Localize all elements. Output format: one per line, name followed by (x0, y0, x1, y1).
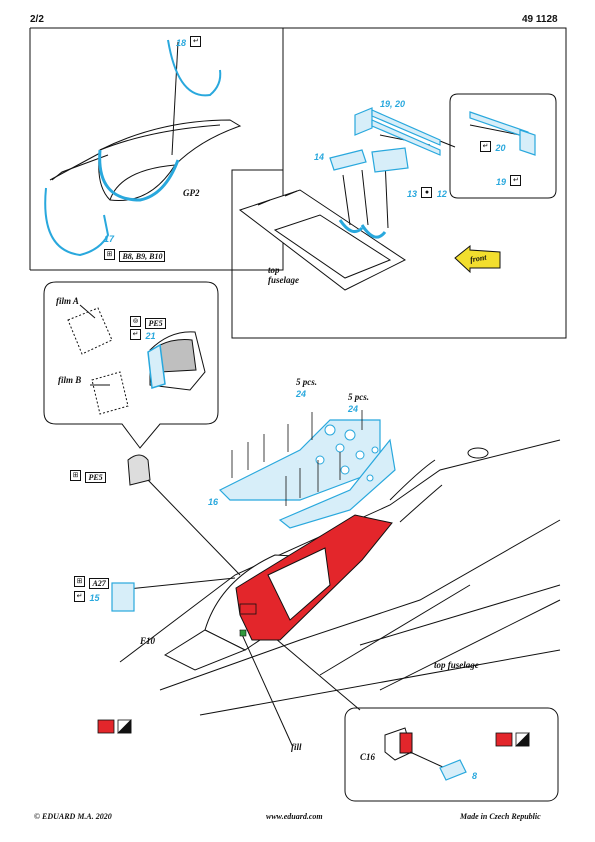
part-18-number: 18 (176, 38, 187, 48)
part-17-number: 17 (104, 234, 115, 244)
film-a-label: film A (56, 296, 79, 306)
part-19-20-number: 19, 20 (380, 99, 406, 109)
kit-part-icon: ⊞ (74, 576, 85, 588)
seat-main (127, 454, 151, 486)
part-24b-number: 24 (348, 404, 359, 414)
pe-strap (338, 219, 387, 239)
gp2-label: GP2 (183, 188, 200, 198)
canopy-body (98, 119, 242, 202)
canopy-edge-blue (98, 149, 180, 202)
callout-pe5-callout: ⊚ PE5 (130, 313, 166, 331)
glue-icon: ● (421, 187, 433, 199)
top-fuselage-label-line1: top (268, 265, 280, 275)
part-15-callout: ↵ 15 (74, 588, 99, 606)
pe-part-20-inset (469, 111, 529, 139)
f10-label: F10 (140, 636, 156, 646)
film-b-label: film B (58, 375, 82, 385)
red-swatch-main (97, 719, 115, 734)
part-16-number: 16 (208, 497, 219, 507)
copyright-text: © EDUARD M.A. 2020 (34, 812, 112, 821)
pe-part-13-12 (371, 147, 409, 173)
callout-bubble (43, 281, 219, 449)
page-number: 2/2 (30, 14, 44, 25)
top-left-panel-frame (30, 27, 284, 271)
ref-b8-callout: ⊞ B8, B9, B10 (104, 246, 166, 264)
pe-part-15 (111, 582, 135, 612)
front-arrow (454, 244, 501, 274)
film-b (91, 371, 129, 415)
pe-part-8 (439, 759, 467, 781)
kit-number: 49 1128 (522, 14, 558, 25)
callout-pe5-tag: PE5 (145, 318, 166, 329)
inset-part-19-number: 19 (496, 177, 507, 187)
pe-part-24-panel (278, 438, 396, 529)
a27-tag: A27 (89, 578, 109, 589)
part-21-number: 21 (145, 331, 156, 341)
main-pe5-tag: PE5 (85, 472, 106, 483)
count-right-label: 5 pcs. (348, 392, 369, 402)
inset-part-20-number: 20 (495, 143, 506, 153)
bend-icon: ↵ (74, 591, 85, 603)
top-fuselage-label: top fuselage (434, 660, 479, 670)
count-left-label: 5 pcs. (296, 377, 317, 387)
bottom-detail-frame (344, 707, 559, 802)
part-13-12-callout: 13 ● 12 (407, 184, 447, 202)
inset-20-callout: ↵ 20 (480, 138, 505, 156)
top-right-inset (449, 93, 557, 199)
website-text: www.eduard.com (266, 812, 323, 821)
green-marker (239, 629, 247, 637)
pe-part-18 (167, 39, 222, 97)
inset-19-callout: 19 ↵ (496, 172, 522, 190)
red-swatch-detail (495, 732, 513, 747)
a27-callout: ⊞ A27 (74, 573, 109, 591)
bend-icon: ↵ (480, 141, 491, 153)
kit-part-icon: ⊞ (104, 249, 115, 261)
c16-label: C16 (360, 752, 376, 762)
part-8-number: 8 (472, 771, 478, 781)
bend-icon: ↵ (190, 36, 202, 48)
part-14-number: 14 (314, 152, 325, 162)
film-a (67, 307, 113, 355)
fill-label: fill (291, 742, 302, 752)
part-13-number: 13 (407, 189, 418, 199)
part-21-callout: ↵ 21 (130, 326, 155, 344)
pe-part-19-20 (354, 107, 373, 136)
bend-icon: ↵ (510, 175, 522, 187)
pe-part-14 (329, 149, 367, 171)
main-pe5-callout: ⊞ PE5 (70, 467, 106, 485)
top-fuselage-label-line2: fuselage (268, 275, 299, 285)
ref-b8-b9-b10-tag: B8, B9, B10 (119, 251, 166, 262)
fuselage-outline (119, 439, 561, 663)
made-in-text: Made in Czech Republic (460, 812, 541, 821)
part-24a-number: 24 (296, 389, 307, 399)
part-12-number: 12 (436, 189, 447, 199)
part-15-number: 15 (89, 593, 100, 603)
part-18-callout: 18 ↵ (176, 33, 202, 51)
kit-part-icon: ⊞ (70, 470, 81, 482)
pe-part-17 (44, 187, 110, 257)
top-right-panel-frame (231, 27, 567, 339)
bend-icon: ↵ (130, 329, 141, 341)
fuselage-plate (238, 189, 406, 291)
